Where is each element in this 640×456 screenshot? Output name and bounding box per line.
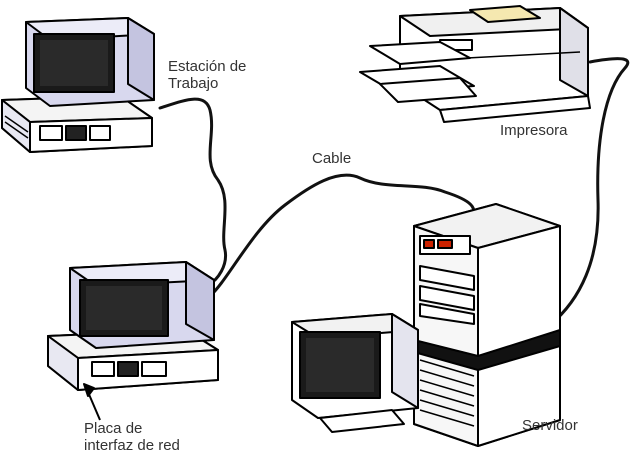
nic-pointer-line [87, 391, 101, 421]
cable-workstation-to-nic [158, 97, 228, 287]
cable-server-to-printer [548, 57, 630, 327]
cable-nic-to-server [208, 173, 476, 298]
label-nic-line2: interfaz de red [84, 437, 180, 454]
monitor-icon [291, 313, 419, 433]
label-workstation-line2: Trabajo [168, 75, 219, 92]
label-cable: Cable [312, 150, 352, 167]
printer-icon [359, 5, 591, 123]
label-printer: Impresora [500, 122, 568, 139]
label-server: Servidor [522, 417, 578, 434]
label-nic-line1: Placa de [84, 420, 143, 437]
network-cables [158, 57, 630, 327]
workstation-icon [1, 17, 155, 153]
label-workstation-line1: Estación de [168, 58, 247, 75]
server-icon [413, 203, 561, 447]
workstation-nic-icon [47, 261, 219, 421]
